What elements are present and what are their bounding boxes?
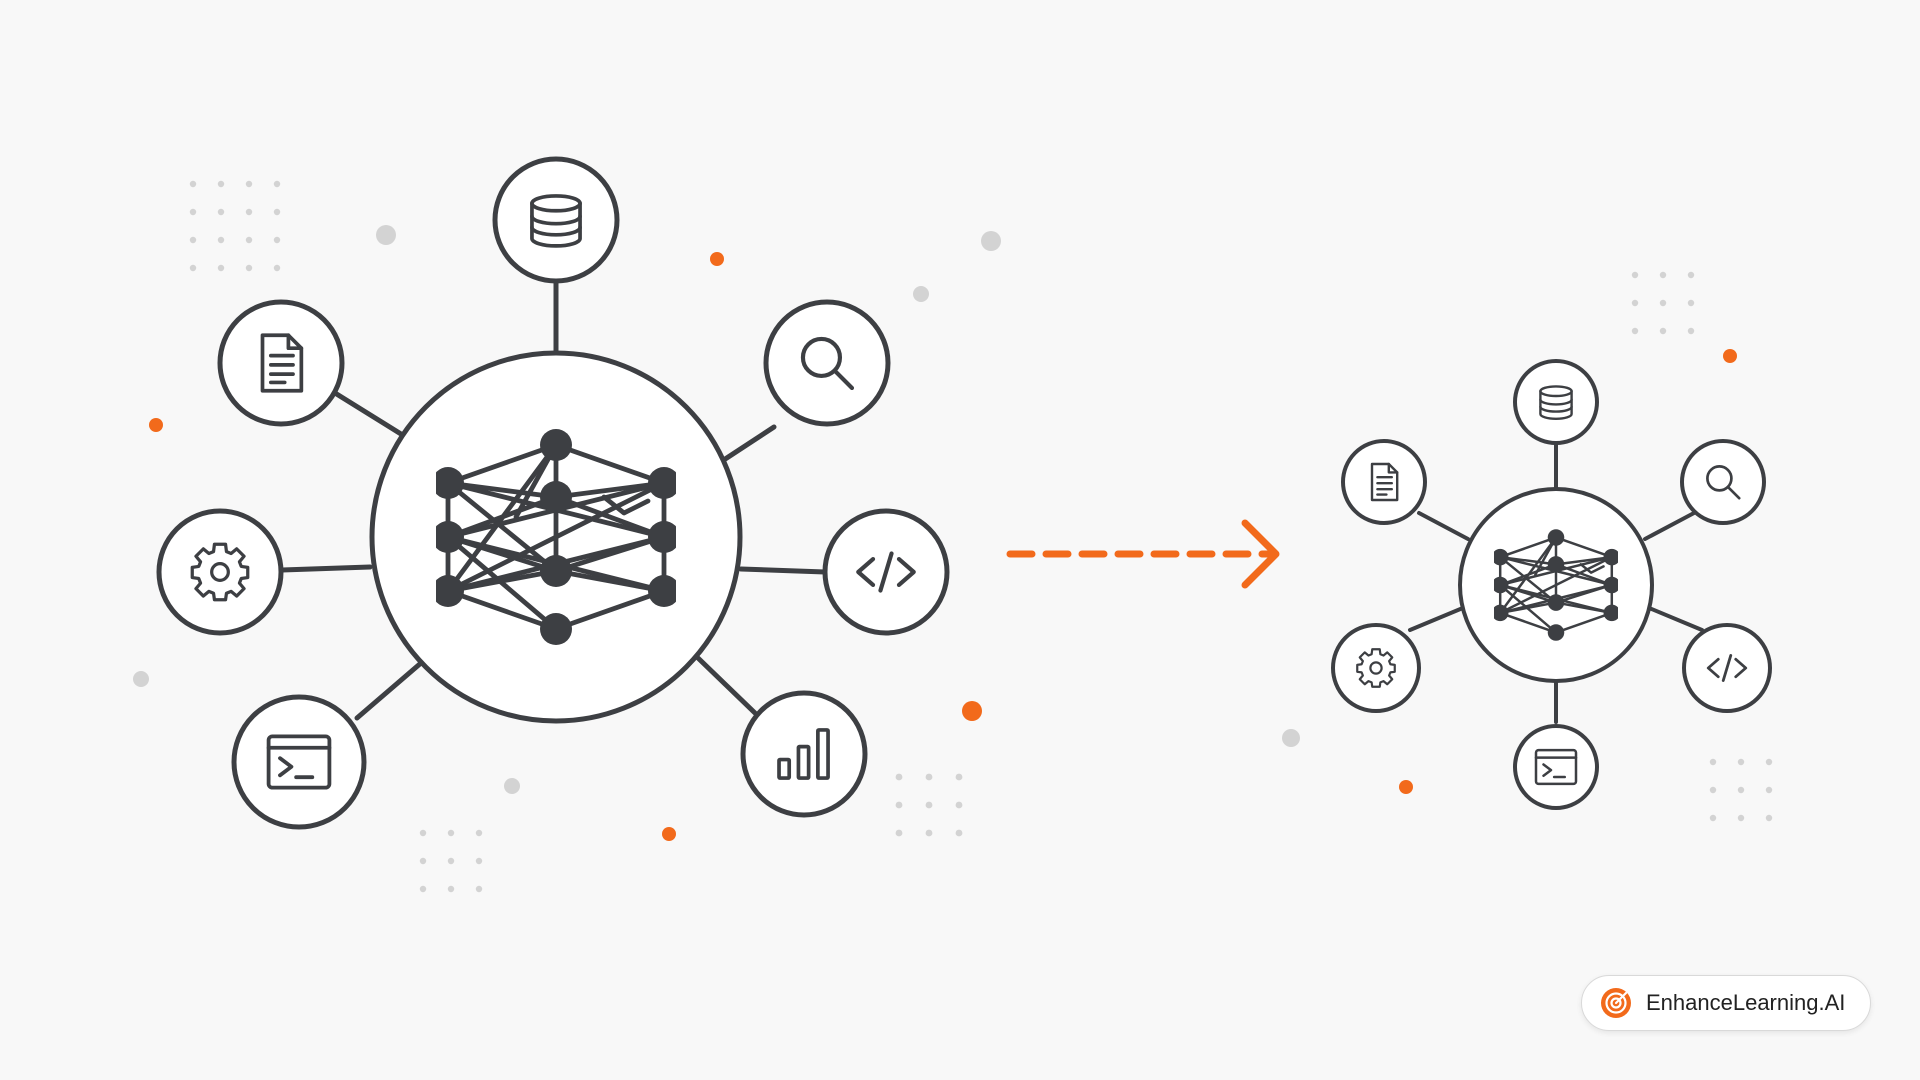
decor-dot [217, 264, 225, 272]
node-code [1682, 623, 1772, 713]
hub-core [369, 350, 743, 724]
decor-dot [955, 829, 963, 837]
decor-dot [710, 252, 724, 266]
decor-dot [1765, 758, 1773, 766]
decor-dot [245, 180, 253, 188]
node-gear [1331, 623, 1421, 713]
node-terminal [231, 694, 367, 830]
decor-dot [1687, 271, 1695, 279]
node-search [1680, 439, 1766, 525]
hub-diagram-compact [1331, 359, 1772, 810]
decor-dot [962, 701, 982, 721]
decor-dot [895, 829, 903, 837]
decor-dot [273, 264, 281, 272]
decor-dot [149, 418, 163, 432]
decor-dot [504, 778, 520, 794]
decor-dot [981, 231, 1001, 251]
node-search [763, 299, 891, 427]
decor-accent-dots [149, 252, 1737, 841]
decor-dot [133, 671, 149, 687]
node-document [1341, 439, 1427, 525]
hub-diagram-large [156, 156, 950, 830]
dashed-arrow-right-icon [1006, 519, 1280, 589]
decor-dot [925, 773, 933, 781]
decor-dot [1765, 786, 1773, 794]
decor-dot [447, 857, 455, 865]
decor-dot [419, 885, 427, 893]
node-terminal [1513, 724, 1599, 810]
decor-dot [1709, 758, 1717, 766]
decor-dot [1659, 271, 1667, 279]
decor-dot [475, 829, 483, 837]
spoke-connectors [1408, 441, 1704, 724]
decor-dot [925, 829, 933, 837]
node-bar-chart [740, 690, 868, 818]
decor-dot [189, 236, 197, 244]
decor-dot [245, 236, 253, 244]
decor-dot [475, 885, 483, 893]
decor-dot [273, 180, 281, 188]
decor-dot [925, 801, 933, 809]
decor-dot [1723, 349, 1737, 363]
decor-dot [662, 827, 676, 841]
decor-dot [1631, 271, 1639, 279]
node-code [822, 508, 950, 636]
decor-dot [189, 264, 197, 272]
decor-dot [189, 180, 197, 188]
decor-dot [217, 208, 225, 216]
decor-dot [1765, 814, 1773, 822]
decor-dot [273, 236, 281, 244]
decor-dot [955, 773, 963, 781]
decor-dot [1737, 758, 1745, 766]
decor-dot [217, 180, 225, 188]
node-document [217, 299, 345, 427]
decor-dot-grids [189, 180, 1773, 893]
decor-dot [1737, 786, 1745, 794]
decor-dot [273, 208, 281, 216]
brand-name: EnhanceLearning.AI [1646, 990, 1846, 1015]
decor-dot [955, 801, 963, 809]
decor-dot [1687, 299, 1695, 307]
decor-dot [245, 264, 253, 272]
hub-core [1458, 487, 1654, 683]
node-database [492, 156, 620, 284]
decor-dot [1631, 299, 1639, 307]
decor-dot [1709, 786, 1717, 794]
brand-badge[interactable]: EnhanceLearning.AI [1581, 975, 1871, 1031]
decor-dot [1659, 299, 1667, 307]
decor-dot [1709, 814, 1717, 822]
decor-gray-dots [133, 225, 1300, 794]
decor-dot [895, 801, 903, 809]
decor-dot [1659, 327, 1667, 335]
target-icon [1601, 988, 1631, 1018]
decor-dot [913, 286, 929, 302]
decor-dot [1399, 780, 1413, 794]
decor-dot [1737, 814, 1745, 822]
decor-dot [376, 225, 396, 245]
decor-dot [1687, 327, 1695, 335]
decor-dot [895, 773, 903, 781]
decor-dot [245, 208, 253, 216]
decor-dot [447, 885, 455, 893]
decor-dot [217, 236, 225, 244]
decor-dot [475, 857, 483, 865]
node-database [1513, 359, 1599, 445]
decor-dot [1631, 327, 1639, 335]
node-gear [156, 508, 284, 636]
decor-dot [419, 829, 427, 837]
decor-dot [1282, 729, 1300, 747]
decor-dot [419, 857, 427, 865]
decor-dot [447, 829, 455, 837]
decor-dot [189, 208, 197, 216]
